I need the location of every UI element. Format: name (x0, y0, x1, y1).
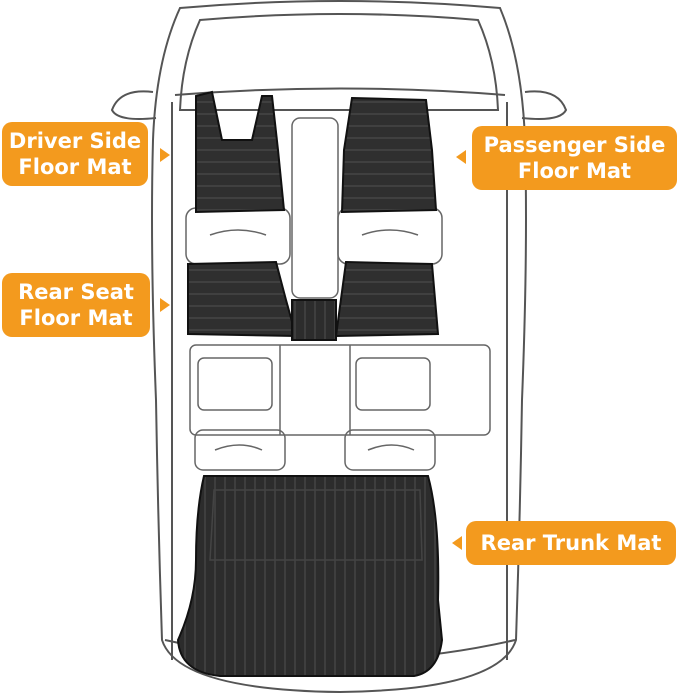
rear-seat-arrow-icon (160, 298, 170, 312)
passenger-side-floor-mat-label: Passenger Side Floor Mat (472, 126, 677, 190)
driver-side-floor-mat-label: Driver Side Floor Mat (2, 122, 148, 186)
rear-seat-label-line2: Floor Mat (19, 306, 133, 330)
trunk-label-line1: Rear Trunk Mat (480, 531, 662, 555)
driver-label-line1: Driver Side (8, 129, 142, 153)
trunk-arrow-icon (452, 536, 462, 550)
rear-trunk-mat (176, 475, 444, 677)
rear-seat-label-line1: Rear Seat (18, 280, 134, 304)
passenger-floor-mat (340, 96, 438, 214)
passenger-label-line1: Passenger Side (483, 133, 666, 157)
driver-arrow-icon (160, 148, 170, 162)
rear-trunk-mat-label: Rear Trunk Mat (466, 521, 676, 565)
rear-seat-floor-mat (187, 260, 440, 341)
rear-seat-floor-mat-label: Rear Seat Floor Mat (2, 273, 150, 337)
passenger-label-line2: Floor Mat (517, 159, 632, 183)
driver-label-line2: Floor Mat (18, 155, 132, 179)
car-body (110, 0, 568, 694)
driver-floor-mat (195, 90, 286, 214)
passenger-arrow-icon (456, 150, 466, 164)
